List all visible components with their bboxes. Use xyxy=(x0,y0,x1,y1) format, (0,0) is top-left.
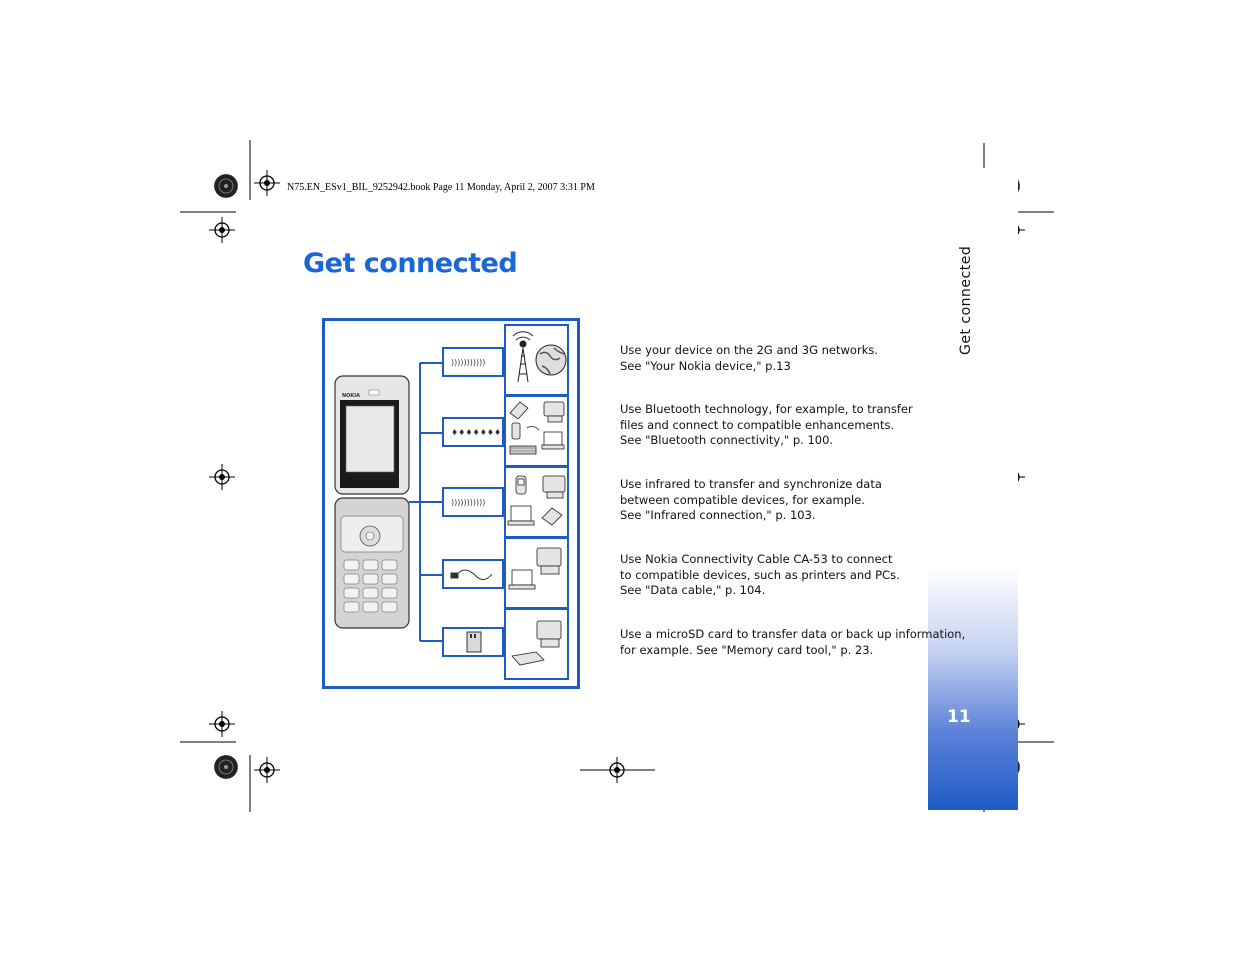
bluetooth-signal-icon: ♦♦♦♦♦♦♦♦♦ xyxy=(451,428,516,437)
connection-description-bluetooth: Use Bluetooth technology, for example, t… xyxy=(620,402,913,447)
network-tower-icon xyxy=(512,331,534,383)
cable-icon xyxy=(450,569,493,580)
print-header: N75.EN_ESv1_BIL_9252942.book Page 11 Mon… xyxy=(287,182,595,193)
memory-card-devices-icon xyxy=(511,620,562,666)
page-number: 11 xyxy=(947,707,971,727)
connection-description-memory-card: Use a microSD card to transfer data or b… xyxy=(620,627,966,657)
memory-card-icon xyxy=(466,631,482,653)
phone-brand: NOKIA xyxy=(342,393,360,399)
infrared-signal-icon: ))))))))))) xyxy=(451,498,485,507)
connection-description-network: Use your device on the 2G and 3G network… xyxy=(620,343,878,373)
network-signal-icon: ))))))))))) xyxy=(451,358,485,367)
cable-devices-icon xyxy=(508,547,562,590)
connection-description-infrared: Use infrared to transfer and synchronize… xyxy=(620,477,882,522)
globe-icon xyxy=(535,344,567,376)
connection-description-cable: Use Nokia Connectivity Cable CA-53 to co… xyxy=(620,552,900,597)
bluetooth-devices-icon xyxy=(509,401,565,455)
infrared-devices-icon xyxy=(507,475,566,526)
side-tab xyxy=(928,168,1018,810)
side-tab-label: Get connected xyxy=(958,245,974,355)
connectivity-illustration: NOKIA ))))))))))) ♦♦♦♦♦♦♦♦♦ ))))))))))) xyxy=(322,318,580,689)
page-title: Get connected xyxy=(303,248,518,279)
phone-illustration: NOKIA xyxy=(334,375,410,629)
